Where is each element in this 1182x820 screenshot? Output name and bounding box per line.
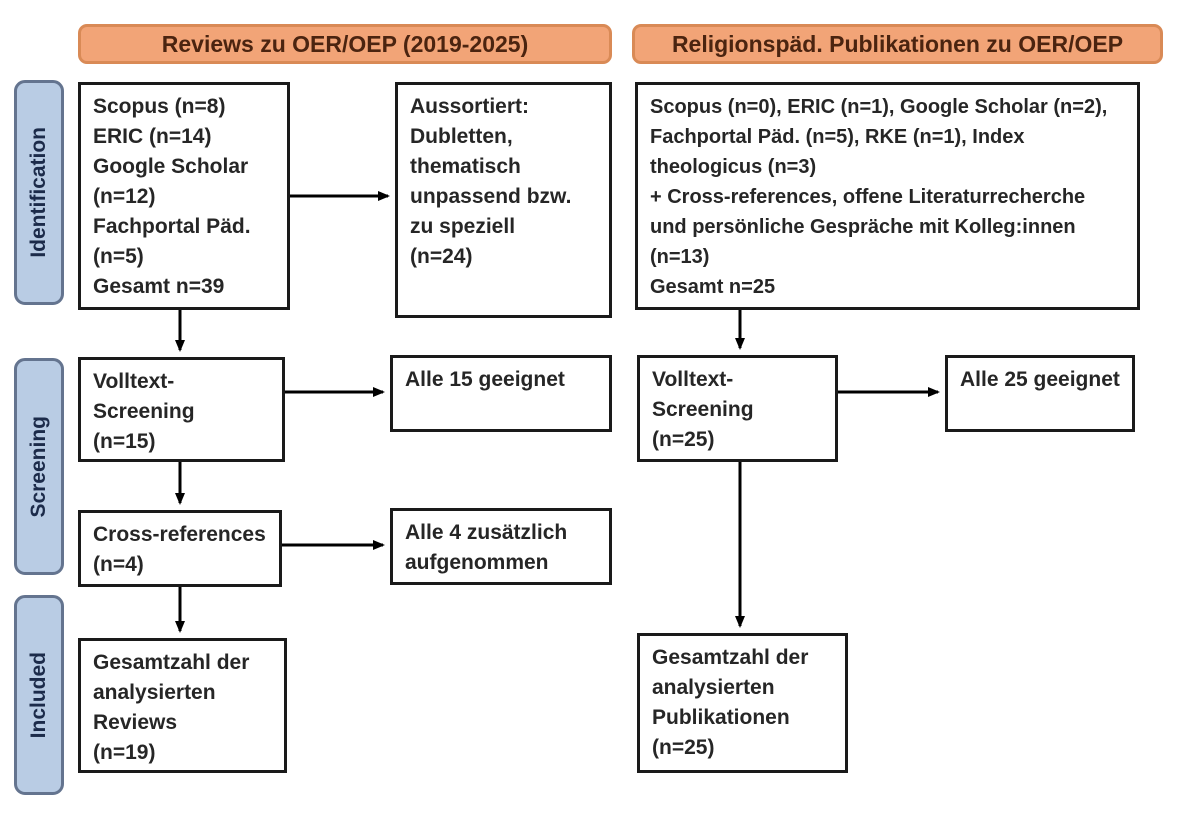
header-religionspaed-column: Religionspäd. Publikationen zu OER/OEP	[632, 24, 1163, 64]
node-left-eligible: Alle 15 geeignet	[390, 355, 612, 432]
phase-included: Included	[14, 595, 64, 795]
node-left-fulltext-screening: Volltext- Screening (n=15)	[78, 357, 285, 462]
node-left-excluded: Aussortiert: Dubletten, thematisch unpas…	[395, 82, 612, 318]
node-left-sources: Scopus (n=8) ERIC (n=14) Google Scholar …	[78, 82, 290, 310]
header-religionspaed-label: Religionspäd. Publikationen zu OER/OEP	[671, 30, 1124, 57]
phase-identification-label: Identification	[27, 127, 50, 258]
phase-identification: Identification	[14, 80, 64, 305]
node-left-added: Alle 4 zusätzlich aufgenommen	[390, 508, 612, 585]
node-right-fulltext-screening: Volltext- Screening (n=25)	[637, 355, 838, 462]
header-reviews-label: Reviews zu OER/OEP (2019-2025)	[161, 30, 529, 57]
node-right-eligible: Alle 25 geeignet	[945, 355, 1135, 432]
phase-screening: Screening	[14, 358, 64, 575]
node-left-cross-references: Cross-references (n=4)	[78, 510, 282, 587]
node-right-total: Gesamtzahl der analysierten Publikatione…	[637, 633, 848, 773]
phase-screening-label: Screening	[27, 415, 50, 518]
node-right-sources: Scopus (n=0), ERIC (n=1), Google Scholar…	[635, 82, 1140, 310]
header-reviews-column: Reviews zu OER/OEP (2019-2025)	[78, 24, 612, 64]
phase-included-label: Included	[27, 651, 50, 739]
node-left-total: Gesamtzahl der analysierten Reviews (n=1…	[78, 638, 287, 773]
